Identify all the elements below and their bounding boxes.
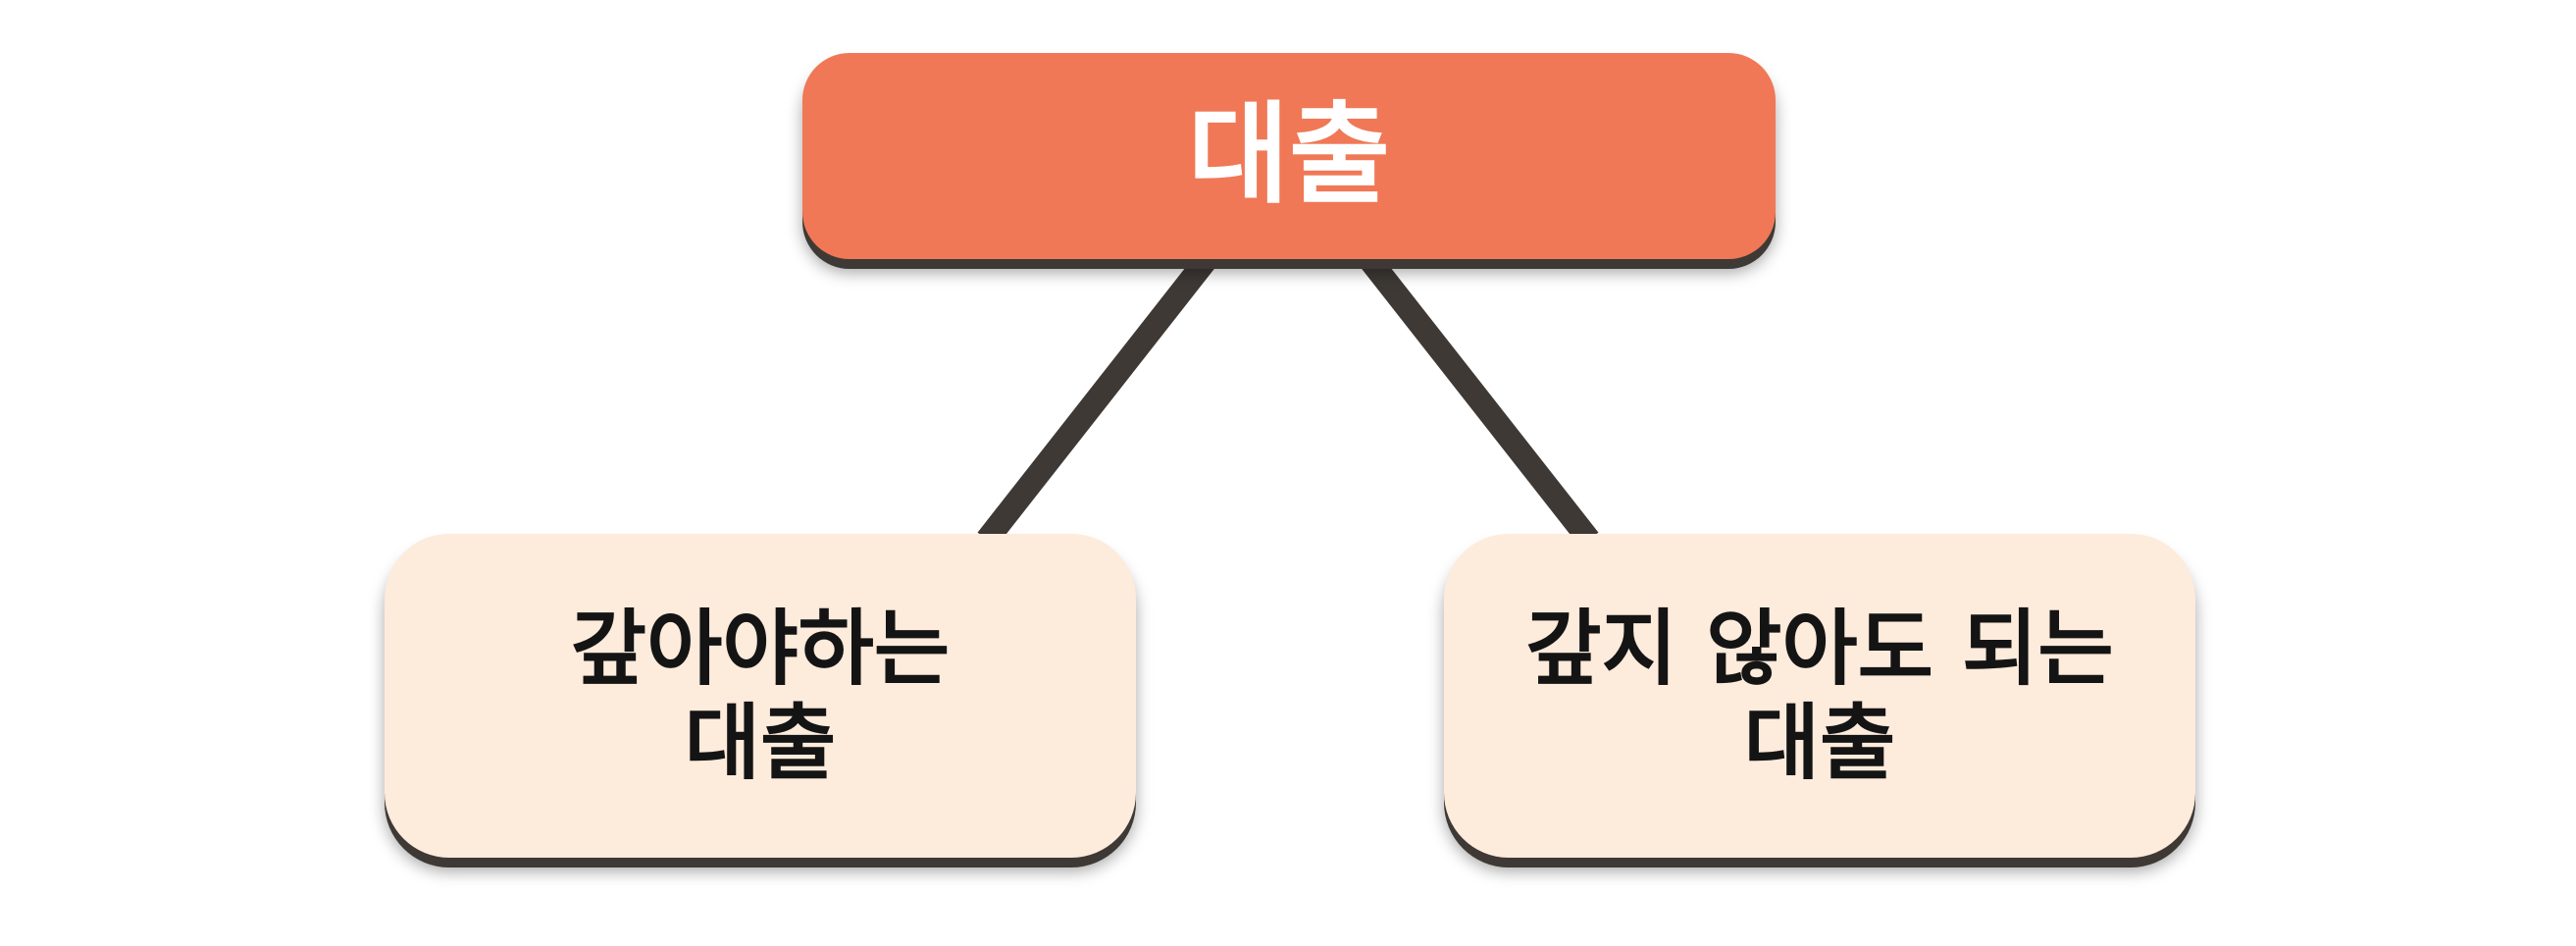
connector-root-to-left	[977, 249, 1218, 548]
root-node: 대출	[802, 53, 1776, 259]
child-node-repay: 갚아야하는 대출	[385, 534, 1136, 858]
child-node-no-repay: 갚지 않아도 되는 대출	[1444, 534, 2195, 858]
connector-root-to-right	[1358, 249, 1599, 548]
root-node-label: 대출	[1187, 91, 1391, 220]
child-node-repay-label: 갚아야하는 대출	[570, 601, 951, 791]
child-node-no-repay-label: 갚지 않아도 되는 대출	[1525, 601, 2114, 791]
